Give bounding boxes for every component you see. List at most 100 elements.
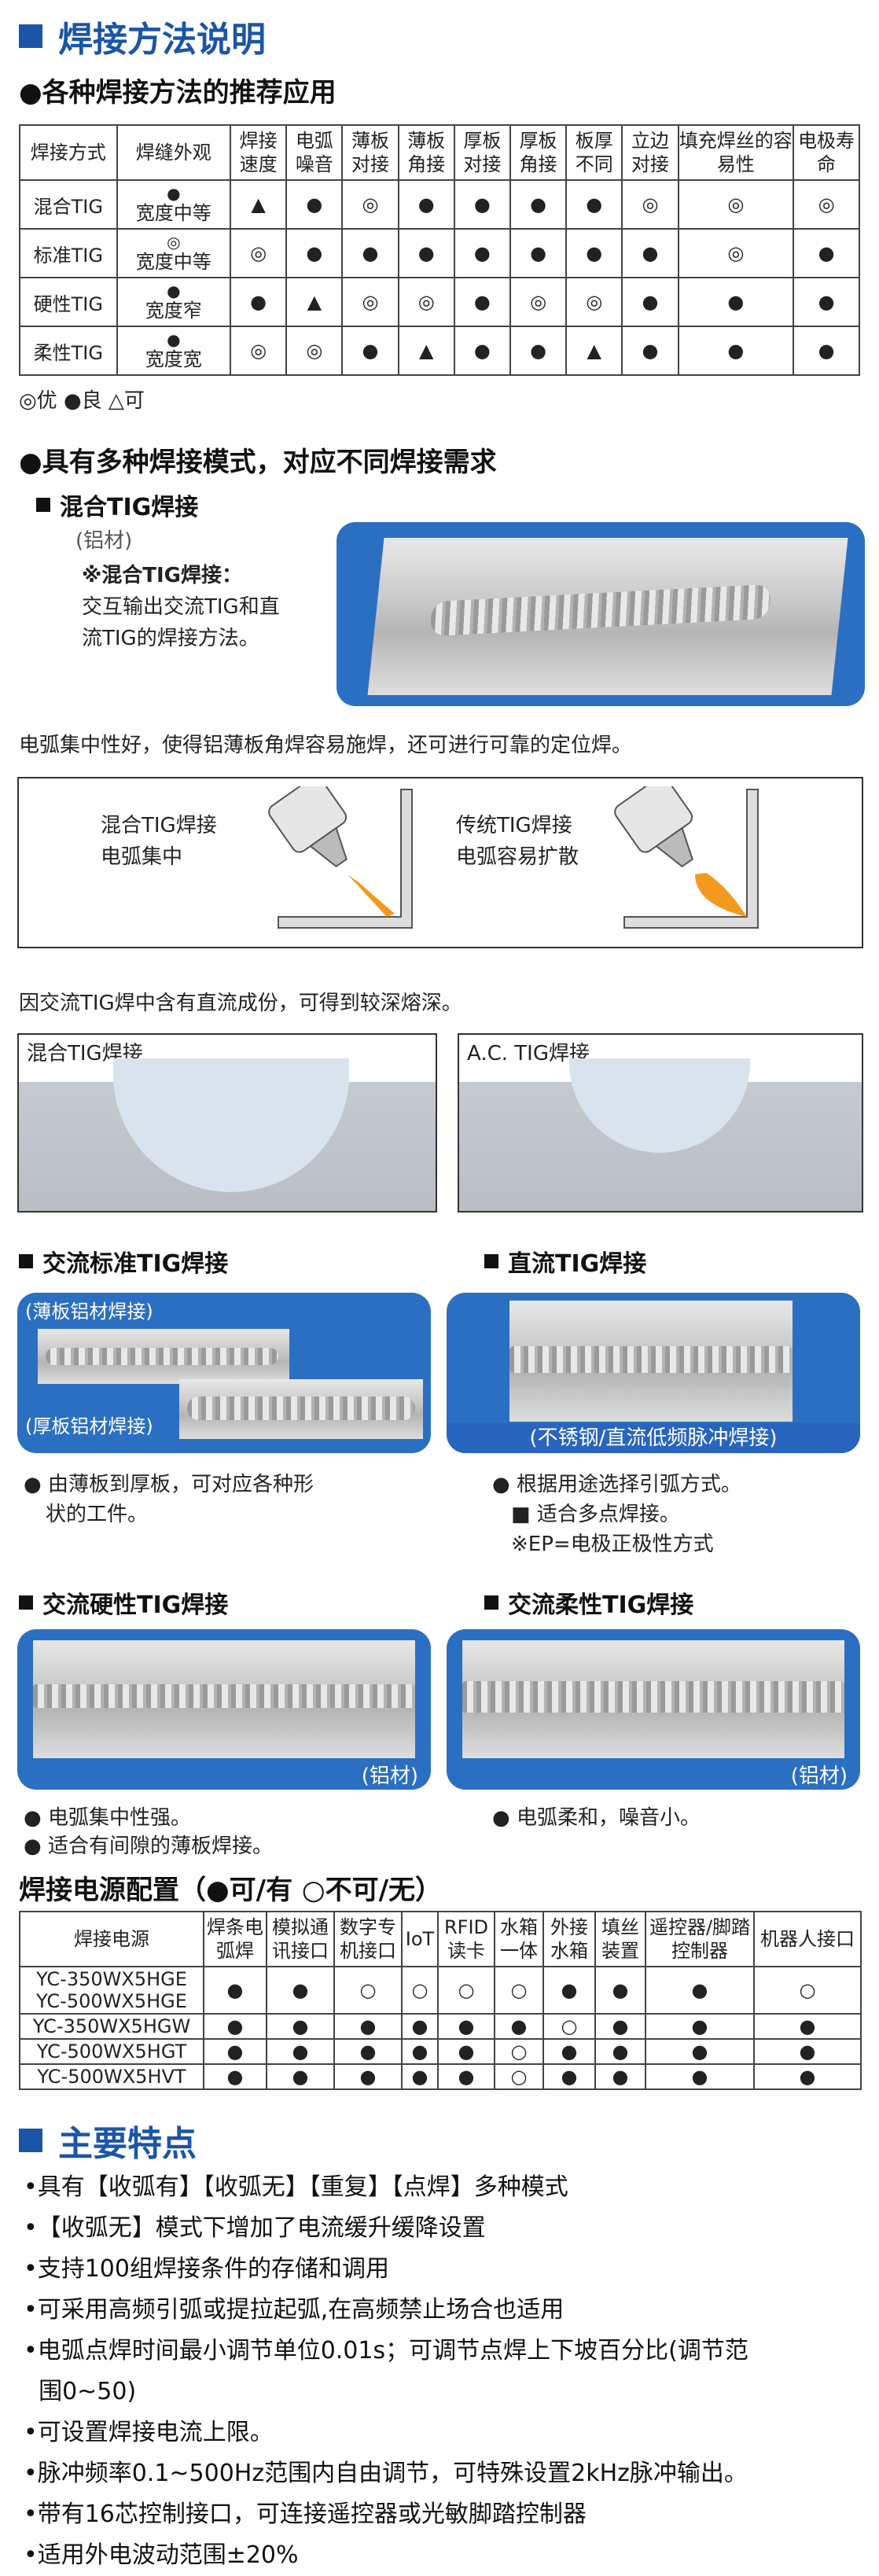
table2-heading: 焊接电源配置（●可/有 ○不可/无） — [19, 1875, 443, 1906]
model-name: YC-500WX5HGE — [36, 1990, 187, 2012]
desc-line: 由薄板到厚板，可对应各种形 — [47, 1473, 314, 1496]
model-name: YC-500WX5HVT — [37, 2066, 186, 2088]
table-row: 标准TIG◎宽度中等◎●●●●●●●◎● — [19, 228, 860, 278]
config-cell: ● — [594, 2013, 646, 2040]
rating-cell: ● — [565, 179, 623, 230]
heading-square-icon — [19, 24, 42, 48]
weld-photo — [33, 1640, 415, 1758]
cross-section-hybrid: 混合TIG焊接 — [17, 1033, 437, 1213]
weld-bead — [33, 1684, 415, 1708]
col-header: 焊条电弧焊 — [203, 1911, 267, 1967]
col-header: 水箱一体 — [494, 1911, 544, 1967]
rating-cell: ● — [677, 277, 795, 327]
rating-cell: ● — [677, 326, 795, 376]
section-heading-1: 焊接方法说明 — [19, 11, 266, 61]
config-cell: ● — [401, 2038, 439, 2065]
dc-tig-desc: ● 根据用途选择引弧方式。 — [492, 1473, 741, 1496]
config-cell: ● — [594, 2038, 646, 2065]
hybrid-note-line: 流TIG的焊接方法。 — [82, 627, 259, 650]
weld-look-cell: ●宽度中等 — [116, 179, 232, 230]
rating-cell: ● — [621, 228, 679, 278]
col-header: 板厚不同 — [565, 124, 623, 181]
photo-caption: (不锈钢/直流低频脉冲焊接) — [447, 1423, 860, 1453]
dc-tig-desc: ■ 适合多点焊接。 — [511, 1503, 680, 1526]
arc-diagram: 混合TIG焊接 电弧集中 传统TIG焊接 电弧容易扩散 — [17, 777, 863, 948]
config-cell: ○ — [494, 1966, 544, 2015]
col-header: 薄板对接 — [341, 124, 399, 181]
rating-cell: ● — [453, 326, 511, 376]
look-symbol: ● — [167, 282, 181, 300]
config-cell: ● — [645, 1966, 755, 2015]
rating-cell: ● — [793, 326, 860, 376]
feature-item: •具有【收弧有】【收弧无】【重复】【点焊】多种模式 — [24, 2173, 568, 2201]
dc-tig-desc: ※EP=电极正极性方式 — [511, 1533, 714, 1556]
col-header: 外接水箱 — [542, 1911, 596, 1967]
feature-item: •电弧点焊时间最小调节单位0.01s；可调节点焊上下坡百分比(调节范 — [24, 2337, 748, 2364]
config-cell: ● — [333, 2063, 403, 2090]
rating-cell: ▲ — [397, 326, 455, 376]
ac-standard-title: 交流标准TIG焊接 — [19, 1244, 228, 1279]
weld-look-cell: ●宽度宽 — [116, 326, 232, 376]
col-header: 焊缝外观 — [116, 124, 232, 181]
config-cell: ● — [266, 2063, 335, 2090]
config-cell: ● — [437, 2063, 495, 2090]
config-cell: ● — [437, 2013, 495, 2040]
feature-item: •可采用高频引弧或提拉起弧,在高频禁止场合也适用 — [24, 2296, 565, 2324]
weld-look-cell: ◎宽度中等 — [116, 228, 232, 278]
row-name: 硬性TIG — [19, 277, 118, 327]
rating-cell: ◎ — [677, 179, 795, 230]
config-cell: ● — [437, 2038, 495, 2065]
feature-item: 围0~50) — [24, 2378, 137, 2405]
feature-item: •可设置焊接电流上限。 — [24, 2419, 274, 2446]
rating-cell: ◎ — [677, 228, 795, 278]
square-bullet-icon — [36, 498, 50, 512]
thin-plate — [38, 1329, 289, 1384]
desc-line: 电弧柔和，噪音小。 — [516, 1806, 701, 1830]
rating-cell: ● — [453, 228, 511, 278]
weld-photo — [367, 538, 848, 695]
rating-cell: ● — [793, 277, 860, 327]
ac-hard-photo: (铝材) — [17, 1629, 431, 1790]
config-cell: ● — [594, 1966, 646, 2015]
weld-bead — [429, 583, 771, 637]
look-text: 宽度中等 — [135, 202, 211, 224]
config-cell: ○ — [401, 1966, 439, 2015]
col-header: 机器人接口 — [753, 1911, 862, 1967]
col-header: 焊接方式 — [19, 124, 118, 181]
rating-cell: ● — [793, 228, 860, 278]
hybrid-title-text: 混合TIG焊接 — [60, 494, 199, 521]
table-row: YC-500WX5HGT●●●●●○●●●● — [19, 2038, 862, 2065]
ac-hard-title: 交流硬性TIG焊接 — [19, 1585, 228, 1620]
weld-bead — [509, 1346, 793, 1373]
config-cell: ● — [203, 2063, 267, 2090]
hybrid-material: (铝材) — [75, 529, 133, 553]
table-row: 硬性TIG●宽度窄●▲◎◎●◎◎●●● — [19, 277, 860, 327]
config-cell: ● — [401, 2063, 439, 2090]
heading-square-icon — [19, 2129, 42, 2152]
col-header: 薄板角接 — [397, 124, 455, 181]
dc-tig-title: 直流TIG焊接 — [484, 1244, 646, 1279]
config-cell: ● — [753, 2063, 862, 2090]
hybrid-weld-photo-frame — [337, 522, 865, 706]
ac-standard-photo: (薄板铝材焊接) (厚板铝材焊接) — [17, 1293, 431, 1453]
rating-cell: ◎ — [341, 277, 399, 327]
col-header: 模拟通讯接口 — [266, 1911, 335, 1967]
hybrid-note-line: 交互输出交流TIG和直 — [82, 595, 280, 619]
config-cell: ● — [542, 2038, 596, 2065]
weld-bead — [46, 1348, 278, 1365]
desc-line: 根据用途选择引弧方式。 — [516, 1473, 741, 1496]
hybrid-title: 混合TIG焊接 — [36, 488, 198, 522]
config-cell: ● — [542, 1966, 596, 2015]
config-cell: ○ — [494, 2038, 544, 2065]
config-table: 焊接电源 焊条电弧焊 模拟通讯接口 数字专机接口 IoT RFID读卡 水箱一体… — [19, 1911, 862, 2090]
col-header: RFID读卡 — [437, 1911, 495, 1967]
rating-cell: ◎ — [230, 228, 288, 278]
ac-soft-title: 交流柔性TIG焊接 — [484, 1585, 693, 1620]
feature-item: •【收弧无】模式下增加了电流缓升缓降设置 — [24, 2214, 486, 2242]
photo-caption: (厚板铝材焊接) — [25, 1415, 153, 1437]
cross-section-label: A.C. TIG焊接 — [467, 1042, 590, 1065]
col-header: 填充焊丝的容易性 — [677, 124, 795, 181]
rating-cell: ▲ — [230, 179, 288, 230]
